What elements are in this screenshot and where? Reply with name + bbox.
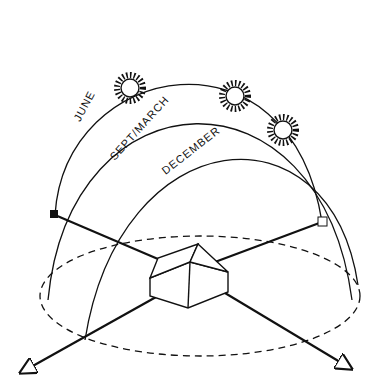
house-icon — [150, 244, 228, 308]
sun-icon — [270, 117, 296, 143]
compass-arrow — [220, 290, 350, 368]
compass-arrow — [22, 292, 165, 372]
end-marker — [50, 210, 58, 218]
month-label: SEPT/MARCH — [108, 94, 171, 162]
sun-icon — [117, 75, 143, 101]
horizon-ellipse — [40, 236, 360, 356]
compass-line — [215, 222, 322, 262]
june-path — [55, 84, 322, 222]
month-label: DECEMBER — [160, 125, 222, 177]
month-label: JUNE — [72, 89, 97, 123]
end-marker — [318, 217, 327, 226]
compass-line — [55, 215, 165, 262]
sun-icon — [222, 83, 248, 109]
